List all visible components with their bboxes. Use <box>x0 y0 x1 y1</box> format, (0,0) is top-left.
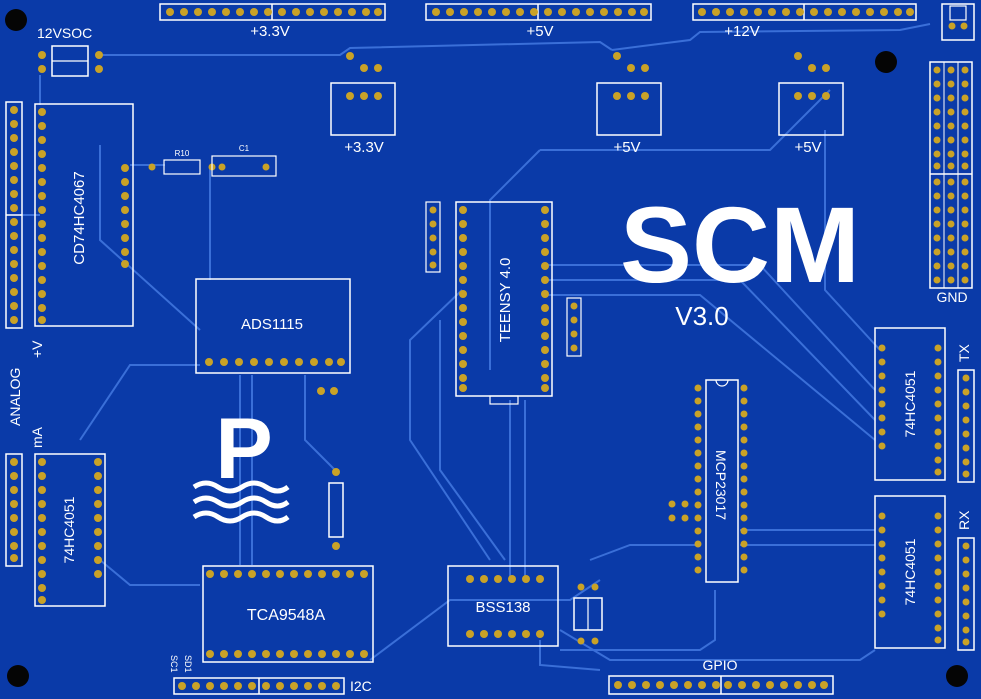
tx-header <box>957 369 975 483</box>
board-version: V3.0 <box>675 301 729 331</box>
regulator-5v-a <box>596 52 662 136</box>
label-c1: C1 <box>239 144 250 153</box>
rx-header <box>957 537 975 651</box>
company-logo: P <box>192 401 290 524</box>
logo-wave <box>192 495 290 509</box>
label-mcp23017: MCP23017 <box>713 450 729 520</box>
mounting-hole <box>875 51 897 73</box>
gnd-header <box>929 61 973 289</box>
chip-cd74hc4067 <box>34 103 134 327</box>
traces <box>20 23 931 671</box>
label-74hc4051-ma: 74HC4051 <box>61 496 77 563</box>
i2c-header <box>173 677 345 695</box>
label-tca9548a: TCA9548A <box>247 607 326 624</box>
label-sc1: SC1 <box>169 655 179 673</box>
chip-74hc4051-ma <box>34 453 106 607</box>
module-teensy <box>455 201 553 405</box>
label-ma: mA <box>29 426 45 448</box>
label-bss138: BSS138 <box>475 599 530 616</box>
resistor-vertical <box>328 468 344 550</box>
module-ads1115 <box>195 278 351 395</box>
module-tca9548a <box>202 565 374 663</box>
label-teensy: TEENSY 4.0 <box>497 258 514 343</box>
socket-12v: 12VSOC <box>37 25 103 77</box>
teensy-side-header-right <box>566 297 582 357</box>
label-reg-3v3: +3.3V <box>344 139 384 156</box>
capacitor-pair <box>573 583 603 645</box>
analog-header <box>5 101 23 329</box>
chip-74hc4051-tx <box>874 327 946 481</box>
header-3v3 <box>159 3 386 21</box>
label-sd1: SD1 <box>183 655 193 673</box>
regulator-3v3 <box>330 52 396 136</box>
board-title: SCM <box>620 184 860 305</box>
label-r10: R10 <box>175 149 190 158</box>
label-gpio: GPIO <box>702 657 737 673</box>
regulator-5v-b <box>778 52 844 136</box>
label-cd74hc4067: CD74HC4067 <box>71 171 88 264</box>
mounting-hole <box>946 665 968 687</box>
label-rx: RX <box>956 510 972 530</box>
label-gnd: GND <box>936 289 967 305</box>
header-5v <box>425 3 652 21</box>
capacitor-c1 <box>211 155 277 177</box>
label-tx: TX <box>956 343 972 362</box>
mounting-hole <box>5 9 27 31</box>
logo-letter: P <box>215 401 272 497</box>
label-74hc4051-rx: 74HC4051 <box>902 538 918 605</box>
mA-header <box>5 453 23 567</box>
jst-connector <box>941 3 975 41</box>
label-ads1115: ADS1115 <box>241 316 303 333</box>
logo-wave <box>192 480 290 494</box>
mounting-holes <box>5 9 968 687</box>
label-12v-top: +12V <box>724 23 759 40</box>
module-bss138 <box>447 565 559 647</box>
chip-mcp23017 <box>668 379 748 583</box>
label-74hc4051-tx: 74HC4051 <box>902 370 918 437</box>
logo-wave <box>192 510 290 524</box>
label-reg-5v-a: +5V <box>613 139 640 156</box>
header-12v <box>692 3 917 21</box>
mounting-hole <box>7 665 29 687</box>
label-plus-v: +V <box>29 340 45 358</box>
chip-74hc4051-rx <box>874 495 946 649</box>
teensy-side-header-left <box>425 201 441 273</box>
label-5v-top: +5V <box>526 23 553 40</box>
label-reg-5v-b: +5V <box>794 139 821 156</box>
gpio-header <box>608 675 834 695</box>
label-3v3-top: +3.3V <box>250 23 290 40</box>
label-i2c: I2C <box>350 678 372 694</box>
label-analog: ANALOG <box>7 368 23 426</box>
label-socket: 12VSOC <box>37 25 92 41</box>
